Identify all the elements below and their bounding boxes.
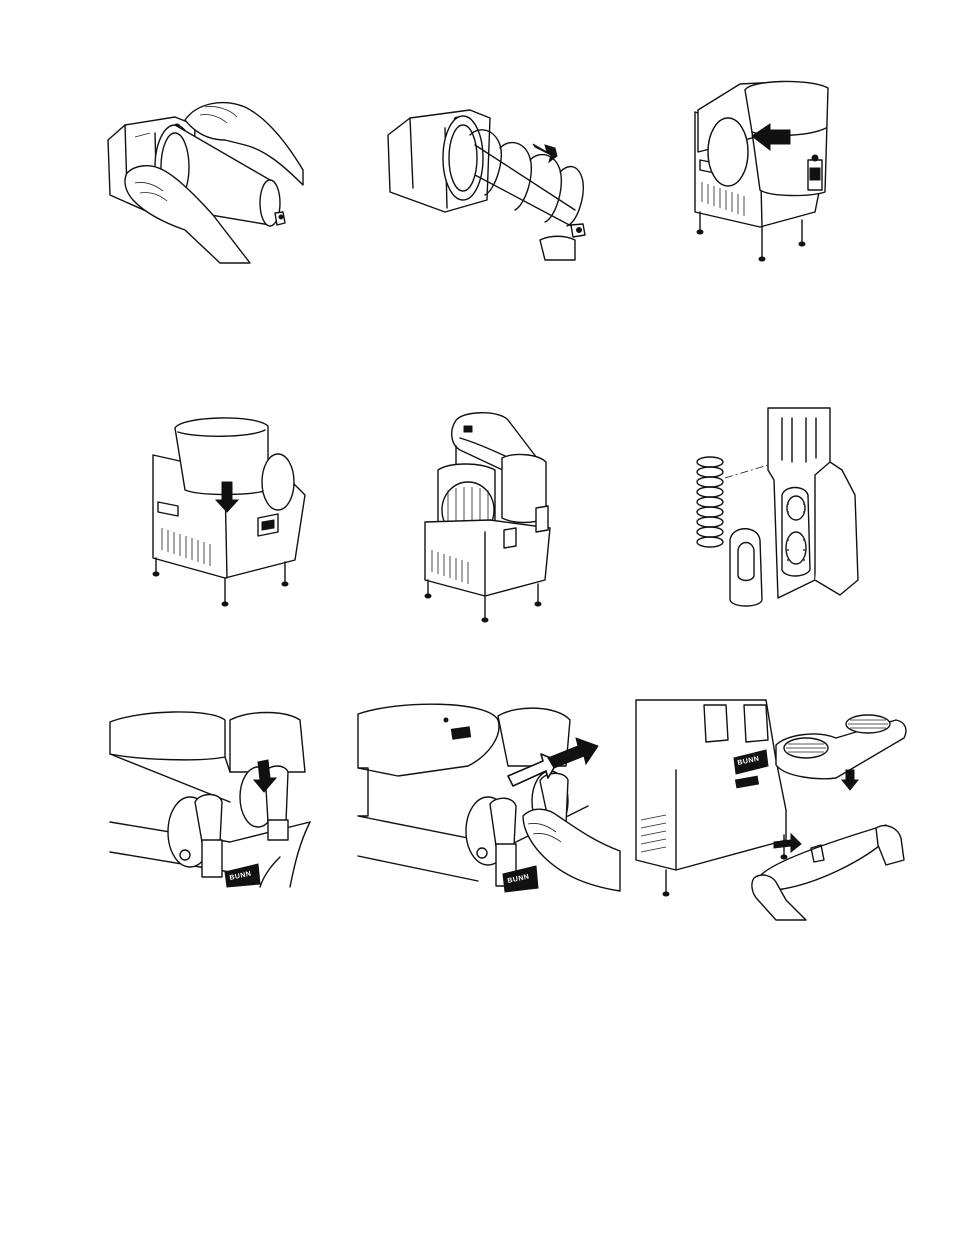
figure-7-faucet-handle-down: BUNN bbox=[110, 712, 320, 887]
figure-1-auger-tube-install bbox=[105, 95, 310, 265]
figure-8-faucet-handle-pull: BUNN bbox=[358, 706, 620, 894]
hands-installing-auger-tube-icon bbox=[105, 95, 310, 265]
auger-removal-arrow-icon bbox=[385, 100, 595, 265]
drip-tray-install-icon: BUNN bbox=[636, 700, 908, 920]
figure-3-bowl-install bbox=[690, 72, 850, 272]
figure-9-drip-tray-install: BUNN bbox=[636, 700, 908, 920]
faucet-handle-down-arrow-icon: BUNN bbox=[110, 712, 320, 887]
faucet-handle-pull-arrows-icon: BUNN bbox=[358, 706, 620, 894]
bowl-install-arrow-icon bbox=[690, 72, 850, 272]
figure-2-auger-removal bbox=[385, 100, 595, 265]
figure-5-lid-exploded bbox=[420, 410, 560, 625]
figure-4-bowl-press-down bbox=[150, 410, 325, 610]
bowl-press-down-arrow-icon bbox=[150, 410, 325, 610]
faucet-spring-parts-icon bbox=[690, 400, 870, 610]
figure-6-faucet-parts bbox=[690, 400, 870, 610]
lid-exploded-icon bbox=[420, 410, 560, 625]
